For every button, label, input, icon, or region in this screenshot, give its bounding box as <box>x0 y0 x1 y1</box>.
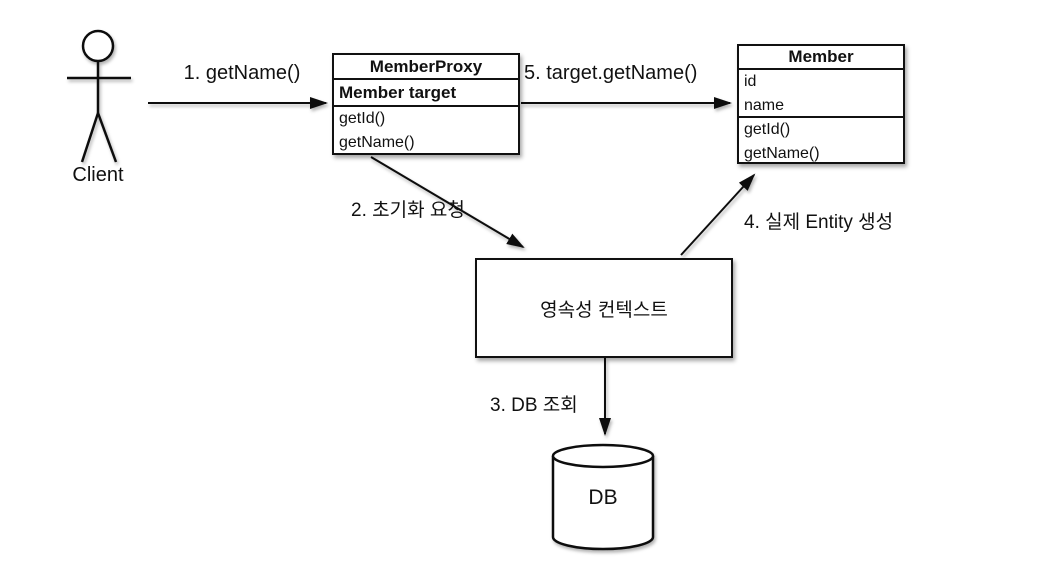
member-class-name: Member <box>739 46 903 70</box>
persistence-context-box: 영속성 컨텍스트 <box>475 258 733 358</box>
member-method: getId() <box>744 121 791 138</box>
member-methods: getId() getName() <box>739 118 903 166</box>
memberproxy-method: getId() <box>339 110 386 127</box>
member-method: getName() <box>744 145 820 162</box>
member-attributes: id name <box>739 70 903 118</box>
arrow-4-context-to-member <box>680 173 756 256</box>
message-4-label: 4. 실제 Entity 생성 <box>744 212 894 233</box>
memberproxy-attributes: Member target <box>334 80 518 107</box>
memberproxy-methods: getId() getName() <box>334 107 518 155</box>
message-3-label: 3. DB 조회 <box>490 395 578 416</box>
arrow-2-proxy-to-context <box>370 156 525 249</box>
database-label: DB <box>588 486 618 509</box>
member-attribute: id <box>744 73 757 90</box>
message-1-label: 1. getName() <box>183 62 301 84</box>
member-class-box: Member id name getId() getName() <box>737 44 905 164</box>
memberproxy-method: getName() <box>339 134 415 151</box>
message-5-label: 5. target.getName() <box>524 62 698 84</box>
memberproxy-class-box: MemberProxy Member target getId() getNam… <box>332 53 520 155</box>
client-actor-icon <box>67 29 131 163</box>
client-actor-label: Client <box>72 164 124 186</box>
database-cylinder-icon <box>551 443 655 551</box>
message-2-label: 2. 초기화 요청 <box>351 200 465 221</box>
memberproxy-attribute: Member target <box>339 83 457 102</box>
persistence-context-label: 영속성 컨텍스트 <box>540 299 668 321</box>
member-attribute: name <box>744 97 785 114</box>
memberproxy-class-name: MemberProxy <box>334 55 518 80</box>
